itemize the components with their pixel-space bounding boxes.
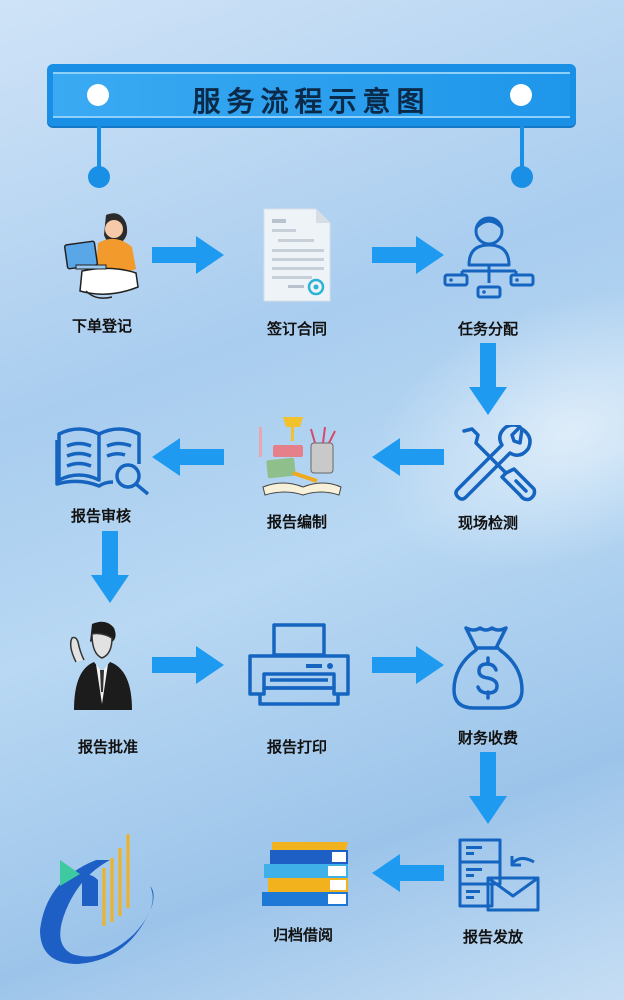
step-label-order: 下单登记 (71, 317, 132, 335)
banner-left-hanger (97, 126, 101, 172)
contract-document-icon (263, 208, 331, 302)
banner-right-hanger-dot (511, 166, 533, 188)
money-bag-icon (452, 626, 524, 710)
arrow-down-2 (91, 531, 129, 603)
task-network-icon (443, 216, 535, 299)
arrow-right-1 (152, 236, 224, 274)
server-mail-icon (458, 838, 540, 912)
arrow-right-3 (152, 646, 224, 684)
arrow-left-2 (152, 438, 224, 476)
step-label-approve: 报告批准 (77, 738, 138, 756)
person-laptop-icon (63, 213, 139, 299)
company-logo (40, 834, 154, 964)
tools-icon (454, 425, 537, 502)
printer-icon (248, 623, 350, 706)
banner-left-dot (87, 84, 109, 106)
step-label-contract: 签订合同 (266, 320, 327, 338)
page-title: 服务流程示意图 (192, 85, 431, 118)
step-label-payment: 财务收费 (457, 729, 518, 747)
banner-right-hanger (520, 126, 524, 172)
step-label-print: 报告打印 (266, 738, 327, 756)
title-banner: 服务流程示意图 (47, 64, 576, 126)
step-label-archive: 归档借阅 (272, 926, 333, 944)
arrow-down-3 (469, 752, 507, 824)
arrow-right-2 (372, 236, 444, 274)
arrow-down-1 (469, 343, 507, 415)
banner-left-hanger-dot (88, 166, 110, 188)
step-label-compile: 报告编制 (266, 513, 327, 531)
step-label-review: 报告审核 (70, 507, 131, 525)
desk-writing-icon (259, 417, 342, 496)
arrow-left-1 (372, 438, 444, 476)
businessman-icon (69, 621, 132, 710)
step-label-assign: 任务分配 (457, 320, 518, 338)
book-stack-icon (262, 842, 348, 906)
arrow-right-4 (372, 646, 444, 684)
step-label-inspect: 现场检测 (457, 514, 518, 532)
banner-right-dot (510, 84, 532, 106)
arrow-left-3 (372, 854, 444, 892)
step-label-dispatch: 报告发放 (462, 928, 523, 946)
book-magnifier-icon (55, 427, 150, 496)
